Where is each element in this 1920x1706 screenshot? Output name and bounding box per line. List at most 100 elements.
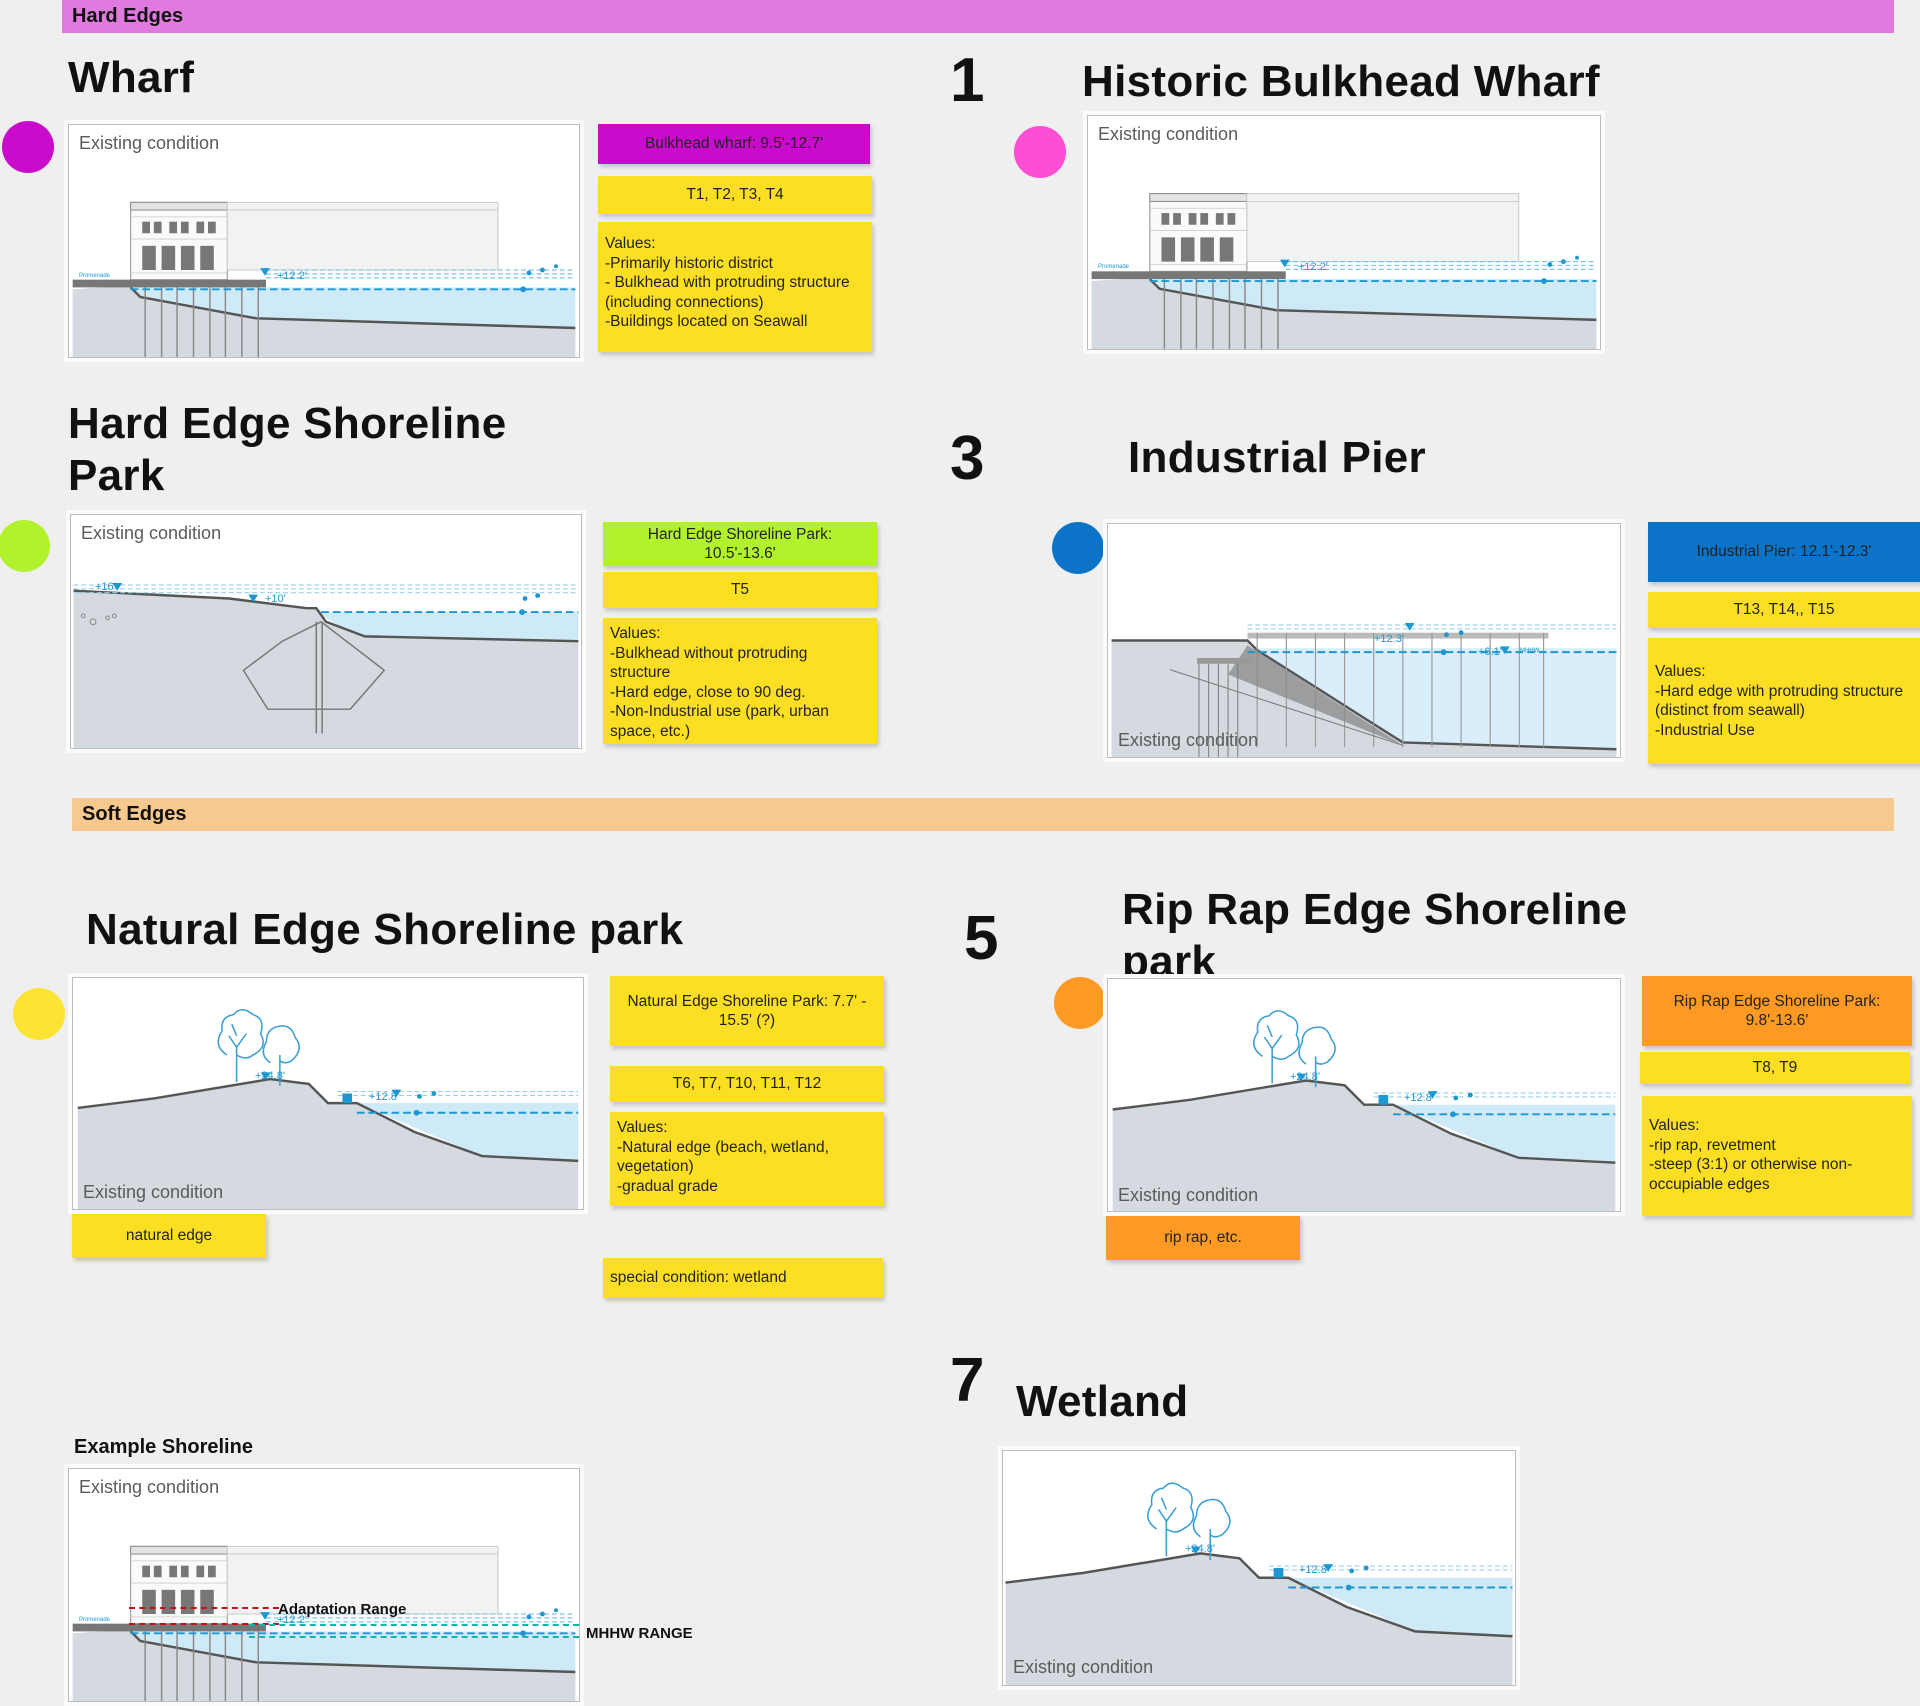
industrial-title: Industrial Pier <box>1128 433 1426 482</box>
natural-elev2: +12.8' <box>369 1091 399 1103</box>
industrial-values-note[interactable]: Values: -Hard edge with protruding struc… <box>1648 638 1920 764</box>
riprap-panel[interactable]: Existing condition +24.8' +12.8' <box>1107 978 1621 1212</box>
hardedge-panel-label: Existing condition <box>81 523 222 543</box>
riprap-title-line2: park <box>1122 937 1217 986</box>
natural-types-note[interactable]: T6, T7, T10, T11, T12 <box>610 1066 884 1102</box>
riprap-elev2: +12.8' <box>1404 1092 1434 1104</box>
wharf-name-text: Bulkhead wharf: 9.5'-12.7' <box>644 135 824 153</box>
hardedge-values-note[interactable]: Values: -Bulkhead without protruding str… <box>603 618 877 744</box>
riprap-dot[interactable] <box>1054 977 1106 1029</box>
example-section-drawing <box>69 1469 579 1701</box>
natural-edge-note[interactable]: natural edge <box>72 1214 266 1258</box>
natural-edge-text: natural edge <box>125 1227 213 1245</box>
historic-title: Historic Bulkhead Wharf <box>1082 57 1600 106</box>
hard-edges-band: Hard Edges <box>62 0 1894 33</box>
mhhw-range-label: MHHW RANGE <box>586 1625 693 1642</box>
riprap-types-text: T8, T9 <box>1752 1059 1798 1077</box>
soft-edges-label: Soft Edges <box>82 803 187 825</box>
industrial-types-note[interactable]: T13, T14,, T15 <box>1648 592 1920 628</box>
values-line: -gradual grade <box>617 1177 718 1195</box>
natural-values-note[interactable]: Values: -Natural edge (beach, wetland, v… <box>610 1112 884 1206</box>
wharf-promenade: Promenade <box>79 273 111 279</box>
wharf-title: Wharf <box>68 53 195 102</box>
riprap-types-note[interactable]: T8, T9 <box>1640 1052 1910 1084</box>
industrial-dot[interactable] <box>1052 522 1104 574</box>
wharf-name-note[interactable]: Bulkhead wharf: 9.5'-12.7' <box>598 124 870 164</box>
historic-panel[interactable]: Existing condition +12.2' Promenade <box>1087 115 1601 350</box>
hardedge-types-text: T5 <box>730 581 750 599</box>
historic-panel-label: Existing condition <box>1098 124 1239 144</box>
values-line: Values: <box>1649 1117 1700 1134</box>
values-line: Values: <box>610 625 661 642</box>
riprap-name-note[interactable]: Rip Rap Edge Shoreline Park: 9.8'-13.6' <box>1642 976 1912 1046</box>
wharf-section-drawing <box>69 125 579 357</box>
wharf-types-note[interactable]: T1, T2, T3, T4 <box>598 176 872 214</box>
historic-dot[interactable] <box>1014 126 1066 178</box>
natural-types-text: T6, T7, T10, T11, T12 <box>672 1075 822 1093</box>
wetland-panel[interactable]: Existing condition +24.8' +12.8' <box>1002 1450 1516 1686</box>
values-line: - Bulkhead with protruding structure (in… <box>605 274 850 311</box>
hardedge-name-note[interactable]: Hard Edge Shoreline Park: 10.5'-13.6' <box>603 522 877 566</box>
natural-special-note[interactable]: special condition: wetland <box>603 1258 883 1298</box>
hardedge-types-note[interactable]: T5 <box>603 572 877 608</box>
example-panel-label: Existing condition <box>79 1477 220 1497</box>
riprap-values-note[interactable]: Values: -rip rap, revetment -steep (3:1)… <box>1642 1096 1912 1216</box>
industrial-panel-label: Existing condition <box>1118 730 1259 750</box>
wetland-number: 7 <box>950 1346 985 1415</box>
hardedge-title: Hard Edge Shoreline Park <box>68 398 506 502</box>
hardedge-panel[interactable]: Existing condition +16' +10' <box>70 514 582 749</box>
industrial-name-note[interactable]: Industrial Pier: 12.1'-12.3' <box>1648 522 1920 582</box>
historic-number: 1 <box>950 46 985 115</box>
industrial-number: 3 <box>950 424 985 493</box>
wharf-elevation: +12.2' <box>277 270 307 282</box>
historic-section-drawing <box>1088 116 1600 349</box>
natural-elev1: +24.8' <box>255 1070 285 1082</box>
wharf-values-note[interactable]: Values: -Primarily historic district - B… <box>598 222 872 352</box>
riprap-title: Rip Rap Edge Shoreline park <box>1122 884 1627 988</box>
industrial-panel[interactable]: Existing condition +12.3' +6.1' MHHW <box>1107 523 1621 758</box>
example-panel[interactable]: Existing condition +12.2' Promenade <box>68 1468 580 1702</box>
riprap-title-line1: Rip Rap Edge Shoreline <box>1122 885 1628 934</box>
hardedge-title-line1: Hard Edge Shoreline <box>68 399 507 448</box>
natural-panel-label: Existing condition <box>83 1182 224 1202</box>
hardedge-elev2: +10' <box>265 593 286 605</box>
wetland-elev2: +12.8' <box>1299 1564 1329 1576</box>
hardedge-dot[interactable] <box>0 520 50 572</box>
wharf-panel[interactable]: Existing condition +12.2' Promenade <box>68 124 580 358</box>
industrial-types-text: T13, T14,, T15 <box>1733 601 1835 619</box>
riprap-edge-text: rip rap, etc. <box>1164 1229 1242 1247</box>
hardedge-title-line2: Park <box>68 451 165 500</box>
riprap-name-text: Rip Rap Edge Shoreline Park: 9.8'-13.6' <box>1673 992 1881 1030</box>
natural-panel[interactable]: Existing condition +24.8' +12.8' <box>72 977 584 1210</box>
natural-section-drawing <box>73 978 583 1209</box>
values-line: -Bulkhead without protruding structure <box>610 644 808 682</box>
values-line: -Primarily historic district <box>605 254 773 272</box>
wetland-section-drawing <box>1003 1451 1515 1685</box>
historic-promenade: Promenade <box>1098 264 1130 270</box>
adaptation-range-band <box>129 1607 279 1625</box>
values-line: -Hard edge, close to 90 deg. <box>610 683 806 701</box>
hardedge-section-drawing <box>71 515 581 748</box>
example-promenade: Promenade <box>79 1617 111 1623</box>
hardedge-name-text: Hard Edge Shoreline Park: 10.5'-13.6' <box>647 525 833 563</box>
wetland-title: Wetland <box>1016 1377 1189 1426</box>
historic-elevation: +12.2' <box>1298 261 1328 273</box>
values-line: Values: <box>617 1119 668 1136</box>
soft-edges-band: Soft Edges <box>72 798 1894 831</box>
industrial-section-drawing <box>1108 524 1620 757</box>
natural-dot[interactable] <box>13 988 65 1040</box>
wharf-dot[interactable] <box>2 121 54 173</box>
natural-name-note[interactable]: Natural Edge Shoreline Park: 7.7' - 15.5… <box>610 976 884 1046</box>
riprap-edge-note[interactable]: rip rap, etc. <box>1106 1216 1300 1260</box>
values-line: -steep (3:1) or otherwise non-occupiable… <box>1649 1156 1853 1193</box>
wetland-elev1: +24.8' <box>1185 1543 1215 1555</box>
riprap-panel-label: Existing condition <box>1118 1185 1259 1205</box>
values-line: -rip rap, revetment <box>1649 1136 1776 1154</box>
riprap-elev1: +24.8' <box>1290 1071 1320 1083</box>
values-line: -Natural edge (beach, wetland, vegetatio… <box>617 1138 829 1176</box>
mhhw-range-band <box>249 1624 579 1638</box>
wharf-types-text: T1, T2, T3, T4 <box>686 186 784 204</box>
hard-edges-label: Hard Edges <box>72 5 184 27</box>
values-line: Values: <box>1655 663 1706 680</box>
industrial-name-text: Industrial Pier: 12.1'-12.3' <box>1696 543 1872 561</box>
